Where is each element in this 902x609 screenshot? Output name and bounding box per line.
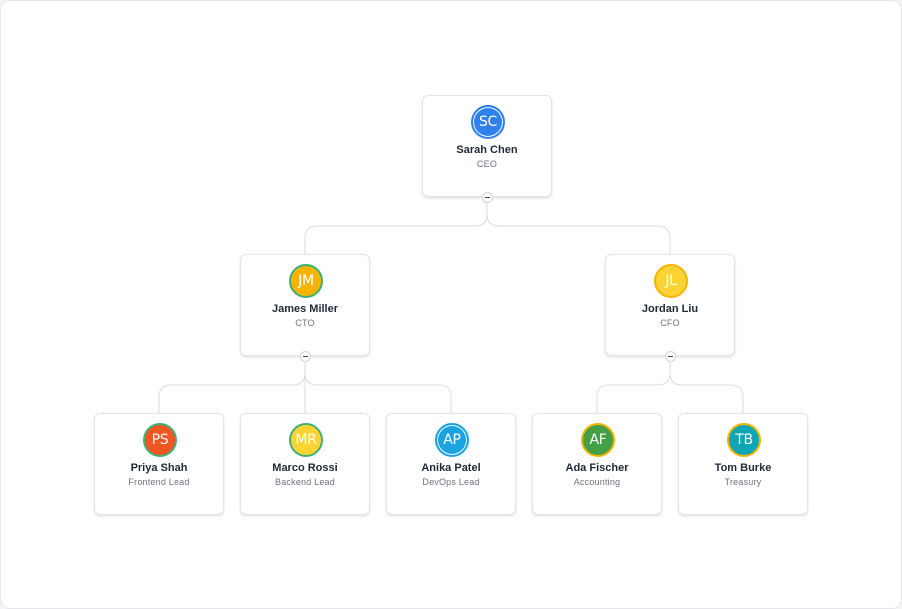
node-name: Marco Rossi: [272, 462, 338, 474]
node-name: Ada Fischer: [565, 462, 629, 474]
avatar-ada-fischer: AF: [581, 423, 615, 457]
node-title: CTO: [295, 318, 315, 328]
node-name: James Miller: [271, 303, 339, 315]
org-node-anika-patel[interactable]: AP Anika Patel DevOps Lead: [386, 413, 516, 515]
org-node-ada-fischer[interactable]: AF Ada Fischer Accounting: [532, 413, 662, 515]
node-name: Anika Patel: [421, 462, 481, 474]
collapse-toggle-sarah-chen[interactable]: [482, 192, 493, 203]
avatar-anika-patel: AP: [435, 423, 469, 457]
org-node-james-miller[interactable]: JM James Miller CTO: [240, 254, 370, 356]
collapse-toggle-james-miller[interactable]: [300, 351, 311, 362]
node-title: Frontend Lead: [128, 477, 190, 487]
node-title: Backend Lead: [275, 477, 335, 487]
node-title: Accounting: [573, 477, 621, 487]
node-title: CFO: [660, 318, 680, 328]
avatar-tom-burke: TB: [727, 423, 761, 457]
org-node-marco-rossi[interactable]: MR Marco Rossi Backend Lead: [240, 413, 370, 515]
avatar-marco-rossi: MR: [289, 423, 323, 457]
org-node-tom-burke[interactable]: TB Tom Burke Treasury: [678, 413, 808, 515]
node-title: CEO: [476, 159, 498, 169]
org-node-sarah-chen[interactable]: SC Sarah Chen CEO: [422, 95, 552, 197]
node-title: Treasury: [724, 477, 762, 487]
node-name: Tom Burke: [714, 462, 772, 474]
avatar-jordan-liu: JL: [654, 264, 688, 298]
org-node-priya-shah[interactable]: PS Priya Shah Frontend Lead: [94, 413, 224, 515]
node-name: Sarah Chen: [456, 144, 518, 156]
avatar-james-miller: JM: [289, 264, 323, 298]
collapse-toggle-jordan-liu[interactable]: [665, 351, 676, 362]
node-title: DevOps Lead: [422, 477, 480, 487]
node-name: Jordan Liu: [641, 303, 699, 315]
avatar-priya-shah: PS: [143, 423, 177, 457]
org-node-jordan-liu[interactable]: JL Jordan Liu CFO: [605, 254, 735, 356]
node-name: Priya Shah: [130, 462, 188, 474]
avatar-sarah-chen: SC: [471, 105, 505, 139]
